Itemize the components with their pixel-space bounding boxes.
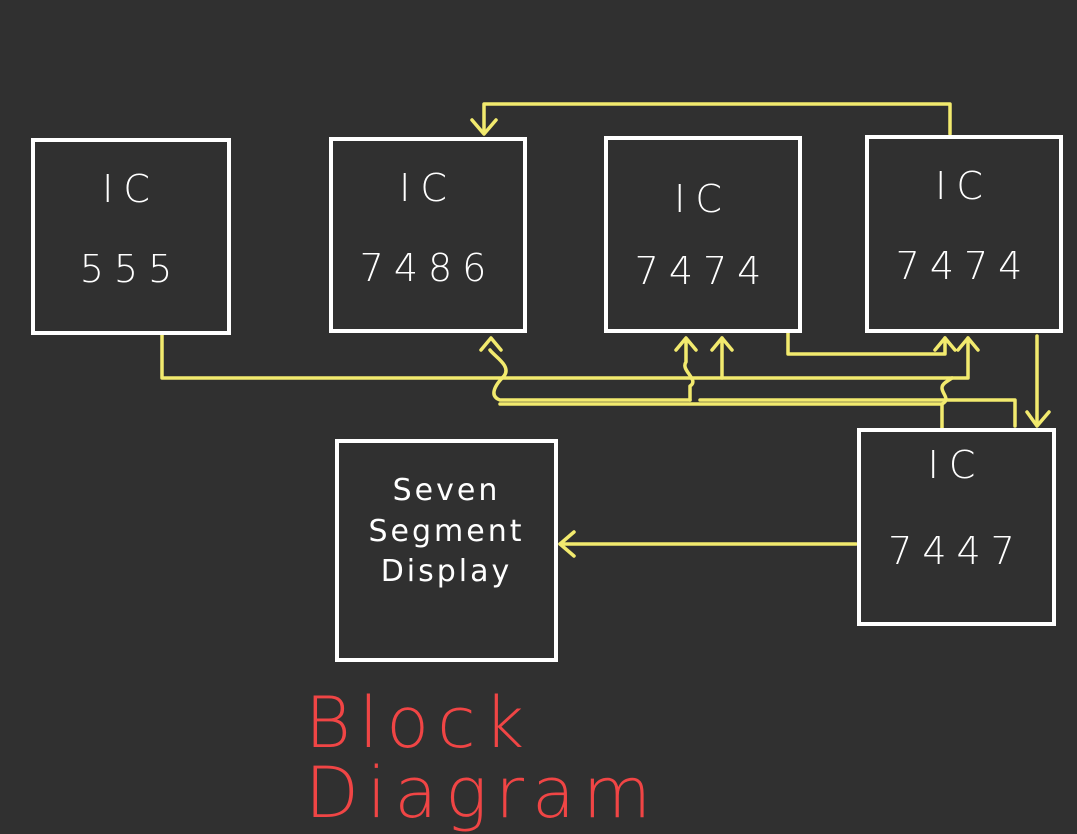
arrowhead-7447-top	[1025, 410, 1051, 428]
ic7486-number: 7486	[359, 246, 497, 290]
arrowhead-7474a-clock	[710, 336, 734, 352]
ic7447-block: IC 7447	[857, 428, 1056, 626]
ic7474a-number: 7474	[634, 249, 772, 293]
ic7474a-label: IC	[674, 177, 732, 221]
arrowhead-7486-top	[470, 118, 498, 136]
arrowhead-7474b-clock	[956, 336, 980, 352]
arrowhead-7474b-d	[933, 336, 957, 352]
display-label: Seven Segment Display	[339, 471, 554, 593]
ic7447-number: 7447	[888, 529, 1025, 573]
wire-clock-bus	[160, 332, 970, 380]
arrowhead-7486-bottom	[479, 336, 503, 352]
wire-feedback-top	[482, 102, 952, 136]
ic7486-block: IC 7486	[329, 137, 527, 333]
diagram-title: Block Diagram	[305, 682, 660, 834]
ic7474b-block: IC 7474	[865, 135, 1063, 333]
display-block: Seven Segment Display	[335, 439, 558, 662]
ic7486-label: IC	[399, 166, 457, 210]
wire-7486-out	[488, 348, 692, 402]
arrowhead-7474a-d	[674, 336, 698, 352]
display-line-1: Seven	[392, 473, 501, 508]
ic7447-label: IC	[927, 443, 986, 487]
wire-7474a-d	[683, 338, 695, 402]
wire-to-7447-right	[698, 398, 1017, 428]
ic555-number: 555	[79, 247, 183, 291]
ic7474b-label: IC	[935, 164, 993, 208]
display-line-3: Display	[380, 554, 513, 589]
ic555-block: IC 555	[31, 138, 231, 335]
wire-7474a-q	[786, 330, 947, 356]
ic7474b-number: 7474	[895, 244, 1033, 288]
arrowhead-display	[558, 530, 576, 558]
display-line-2: Segment	[368, 513, 525, 549]
ic7474a-block: IC 7474	[604, 136, 802, 333]
ic555-label: IC	[102, 167, 160, 211]
